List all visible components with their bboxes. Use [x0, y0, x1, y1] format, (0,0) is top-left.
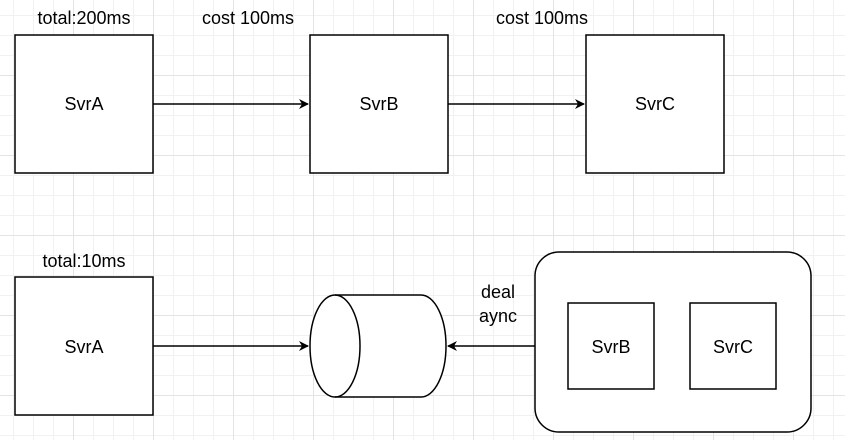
deal-label-line2: aync: [479, 306, 517, 326]
queue-cylinder-cap: [334, 294, 361, 398]
top-total-label: total:200ms: [37, 8, 130, 28]
bottom-svr-a-label: SvrA: [64, 337, 103, 357]
top-svr-b-label: SvrB: [359, 94, 398, 114]
top-svr-b-box[interactable]: [309, 34, 449, 174]
queue-cylinder-body: [309, 294, 447, 398]
top-svr-c-label: SvrC: [635, 94, 675, 114]
bottom-svr-a-box[interactable]: [14, 276, 154, 416]
top-svr-a-label: SvrA: [64, 94, 103, 114]
bottom-total-label: total:10ms: [42, 251, 125, 271]
bottom-svr-b-label: SvrB: [591, 337, 630, 357]
deal-label-line1: deal: [481, 282, 515, 302]
top-svr-c-box[interactable]: [585, 34, 725, 174]
bottom-svr-b-box[interactable]: [567, 302, 655, 390]
top-cost-bc-label: cost 100ms: [496, 8, 588, 28]
bottom-svr-c-box[interactable]: [689, 302, 777, 390]
top-svr-a-box[interactable]: [14, 34, 154, 174]
queue-cylinder[interactable]: [309, 294, 447, 398]
top-cost-ab-label: cost 100ms: [202, 8, 294, 28]
bottom-svr-c-label: SvrC: [713, 337, 753, 357]
